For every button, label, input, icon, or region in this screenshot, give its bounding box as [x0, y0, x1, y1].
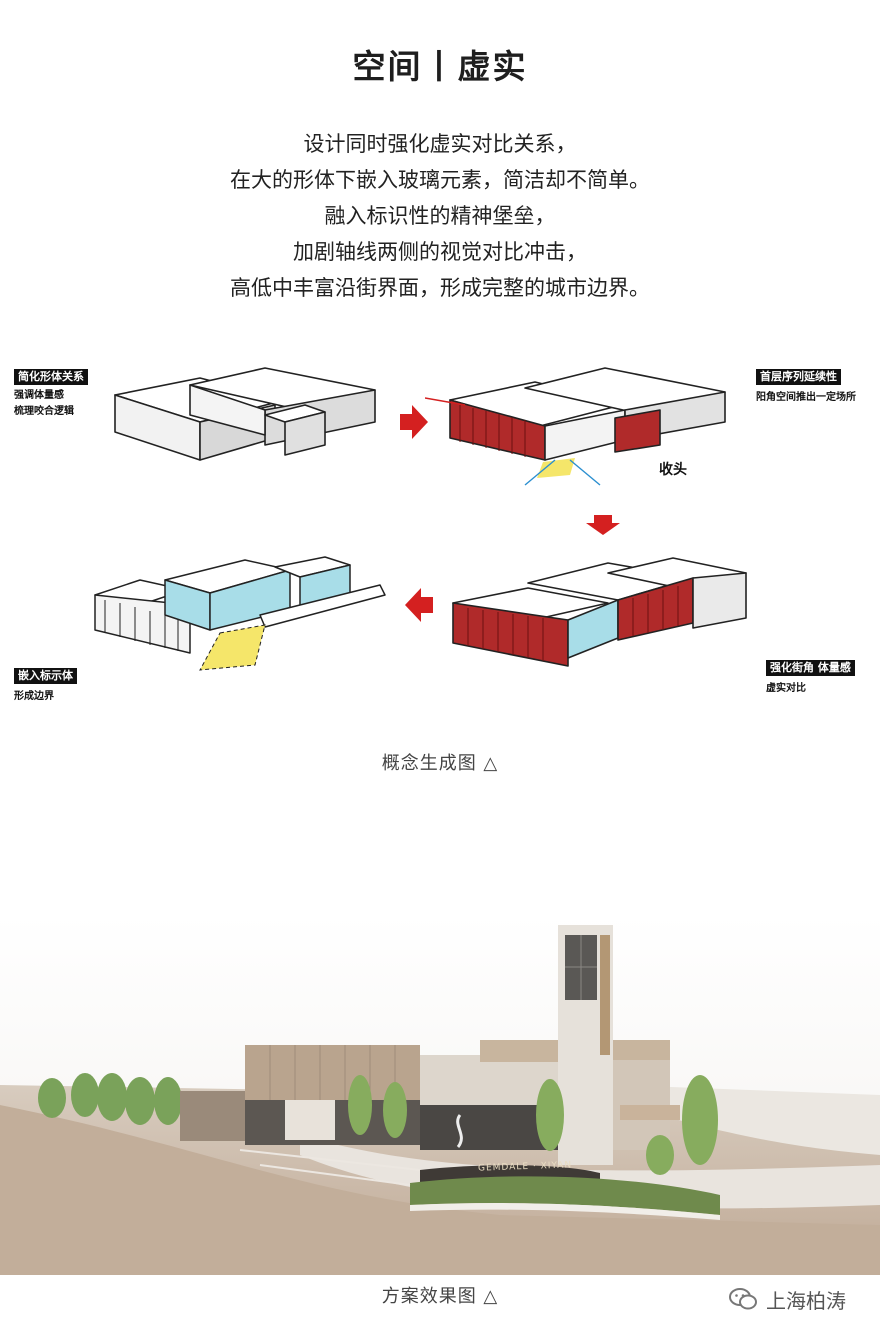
watermark-text: 上海柏涛 [766, 1288, 846, 1313]
rendering-caption: 方案效果图 △ [381, 1286, 499, 1307]
sketch-massing-final [94, 556, 386, 671]
step3-tag: 强化街角 体量感 [766, 660, 855, 676]
paragraph-line: 在大的形体下嵌入玻璃元素，简洁却不简单。 [230, 168, 650, 192]
diagram-caption: 概念生成图 △ [381, 753, 499, 774]
step4-tag: 嵌入标示体 [14, 668, 77, 684]
intro-paragraph: 设计同时强化虚实对比关系， 在大的形体下嵌入玻璃元素，简洁却不简单。 融入标识性… [0, 126, 880, 306]
arrow-down-icon [586, 515, 620, 535]
step1-line: 梳理咬合逻辑 [14, 406, 74, 417]
step2-line: 阳角空间推出一定场所 [756, 392, 856, 403]
step1-tag: 简化形体关系 [14, 369, 88, 385]
step3-line: 虚实对比 [766, 683, 806, 694]
step2-annotation: 收头 [659, 462, 687, 478]
step4-line: 形成边界 [14, 691, 54, 702]
paragraph-line: 融入标识性的精神堡垒， [324, 204, 556, 228]
sketch-massing-simple [114, 367, 376, 461]
paragraph-line: 设计同时强化虚实对比关系， [303, 132, 577, 156]
sketch-massing-colonnade [425, 367, 726, 486]
step1-line: 强调体量感 [14, 390, 64, 401]
paragraph-line: 高低中丰富沿街界面，形成完整的城市边界。 [230, 276, 650, 300]
architectural-rendering [0, 915, 880, 1275]
page-title: 空间丨虚实 [352, 47, 528, 86]
step2-tag: 首层序列延续性 [756, 369, 841, 385]
wechat-icon [728, 1287, 758, 1311]
paragraph-line: 加剧轴线两侧的视觉对比冲击， [293, 240, 587, 264]
arrow-right-icon [400, 405, 428, 439]
arrow-left-icon [405, 588, 433, 622]
wechat-watermark: 上海柏涛 [728, 1284, 846, 1314]
sketch-massing-glass-corner [452, 557, 747, 667]
